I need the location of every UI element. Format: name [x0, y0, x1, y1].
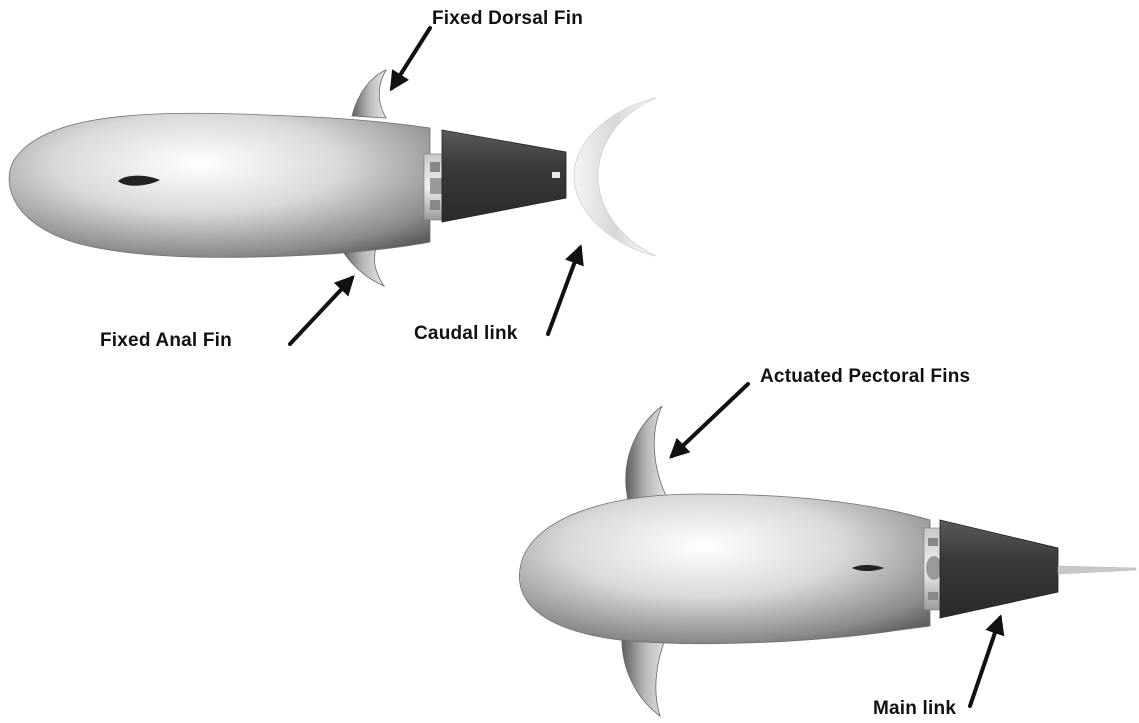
main-link-arrow [970, 618, 1000, 706]
dorsal-arrow [392, 28, 430, 88]
anal-arrow [290, 278, 352, 344]
link-marker [552, 172, 560, 178]
top-fish [9, 70, 656, 286]
main-link-body [940, 520, 1058, 618]
dorsal-fin [352, 70, 386, 118]
pectoral-fin-lower [622, 632, 668, 716]
bottom-fish [519, 406, 1136, 716]
caudal-arrow [548, 248, 580, 334]
pectoral-arrow [672, 384, 748, 456]
tail-rod [1058, 566, 1136, 574]
fish-body [9, 113, 430, 257]
label-fixed-anal-fin: Fixed Anal Fin [100, 330, 232, 352]
label-fixed-dorsal-fin: Fixed Dorsal Fin [432, 8, 583, 30]
label-actuated-pectoral-fins: Actuated Pectoral Fins [760, 366, 970, 388]
caudal-fin [574, 98, 656, 256]
label-main-link: Main link [873, 698, 956, 720]
pectoral-fin-upper [626, 406, 668, 500]
label-caudal-link: Caudal link [414, 323, 518, 345]
caudal-link-body [442, 130, 566, 222]
